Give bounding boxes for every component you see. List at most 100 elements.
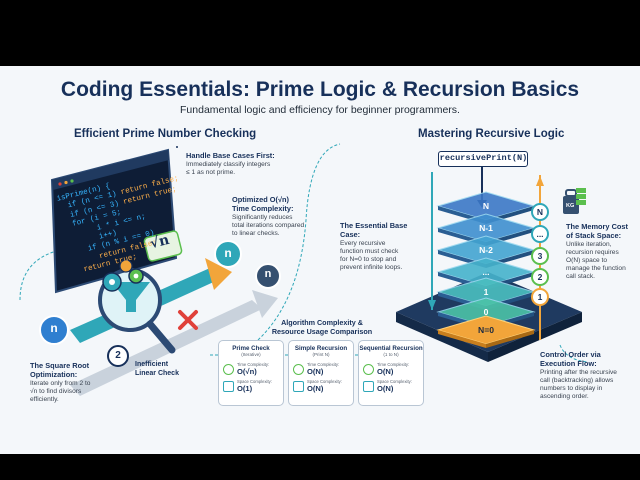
optimized-body-3: to linear checks.	[232, 230, 280, 237]
sqrt-opt-body-3: efficiently.	[30, 396, 59, 403]
n-node-start-label: n	[50, 321, 58, 335]
time-label: Time Complexity:	[377, 362, 410, 367]
function-label-box	[438, 151, 528, 167]
base-case-body-4: prevent infinite loops.	[340, 264, 403, 271]
stack-layer-label: 0	[483, 307, 489, 317]
optimized-body-2: total iterations compared	[232, 222, 305, 229]
n-node-start	[39, 315, 69, 345]
letterbox-top	[0, 0, 640, 66]
memory-body-1: Unlike iteration,	[566, 241, 612, 248]
sqrt-opt-body-1: Iterate only from 2 to	[30, 380, 91, 387]
complexity-card: Prime Check(Iterative)Time Complexity:O(…	[218, 340, 284, 406]
clock-icon	[293, 363, 304, 375]
control-body-1: Printing after the recursive	[540, 369, 617, 376]
memory-icon	[293, 380, 304, 392]
complexity-card: Simple Recursion(Print N) Time Complexity…	[288, 340, 354, 406]
memory-icon	[223, 380, 234, 392]
memory-body-3: O(N) space to	[566, 257, 608, 264]
space-label: Space Complexity:	[377, 379, 412, 384]
base-case-body-2: function must check	[340, 248, 399, 255]
time-row: Time Complexity:O(N)	[363, 362, 423, 376]
recursion-section-title: Mastering Recursive Logic	[418, 128, 565, 140]
stack-layer-label: N=0	[477, 325, 494, 335]
order-bubble: 3	[531, 247, 549, 265]
prime-section-title: Efficient Prime Number Checking	[74, 128, 257, 140]
control-title-2: Execution Flow:	[540, 359, 597, 368]
base-cases-title: Handle Base Cases First:	[186, 151, 275, 160]
sqrt-badge	[143, 230, 183, 262]
memory-title-2: of Stack Space:	[566, 231, 622, 240]
memory-body-5: call stack.	[566, 273, 595, 280]
card-subtitle: (Iterative)	[241, 352, 261, 357]
space-label: Space Complexity:	[237, 379, 272, 384]
stack-layer-side	[438, 330, 486, 348]
base-cases-body-1: Immediately classify integers	[186, 161, 271, 168]
space-value: O(1)	[237, 384, 253, 393]
callout-dot	[176, 146, 178, 148]
dashed-guide-center	[257, 143, 341, 341]
time-label: Time Complexity:	[307, 362, 340, 367]
server-icon	[576, 188, 586, 205]
sqrt-opt-title-2: Optimization:	[30, 370, 78, 379]
n-node-slow-label: n	[264, 268, 272, 280]
space-row: Space Complexity:O(1)	[223, 379, 283, 393]
time-row: Time Complexity:O(N)	[293, 362, 353, 376]
control-body-2: call (backtracking) allows	[540, 377, 614, 384]
memory-icon	[363, 380, 374, 392]
stack-layer-label: N	[482, 201, 490, 211]
page-subtitle: Fundamental logic and efficiency for beg…	[180, 104, 460, 116]
dashed-guide-left	[19, 249, 61, 301]
stack-layer-side	[486, 330, 534, 348]
card-title: Simple Recursion	[294, 345, 348, 352]
memory-body-2: recursion requires	[566, 249, 619, 256]
stack-layer-label: N-1	[479, 223, 493, 233]
gear-icon	[102, 259, 144, 292]
base-case-body-1: Every recursive	[340, 240, 386, 247]
card-subtitle: (1 to N)	[383, 352, 399, 357]
base-case-title-1: The Essential Base	[340, 221, 408, 230]
letterbox-bottom	[0, 454, 640, 480]
n-node-fast-label: n	[224, 246, 232, 260]
page-title: Coding Essentials: Prime Logic & Recursi…	[60, 78, 580, 101]
n-node-fast	[214, 240, 242, 268]
time-value: O(N)	[377, 367, 394, 376]
order-bubble: ...	[531, 225, 549, 243]
sqrt-opt-title-1: The Square Root	[30, 361, 90, 370]
card-title: Prime Check	[232, 345, 270, 352]
space-label: Space Complexity:	[307, 379, 342, 384]
marker-2-label: 2	[115, 350, 121, 361]
inefficient-label-1: Inefficient	[135, 361, 169, 368]
order-bubble: 2	[531, 268, 549, 286]
time-label: Time Complexity:	[237, 362, 270, 367]
base-case-title-2: Case:	[340, 230, 361, 239]
time-row: Time Complexity:O(√n)	[223, 362, 283, 376]
space-value: O(N)	[377, 384, 394, 393]
base-cases-body-2: ≤ 1 as not prime.	[186, 169, 236, 176]
code-monitor	[50, 148, 178, 294]
card-title: Sequential Recursion	[359, 345, 423, 352]
memory-body-4: manage the function	[566, 265, 626, 272]
sqrt-opt-body-2: √n to find divisors	[30, 388, 82, 395]
comparison-title-2: Resource Usage Comparison	[271, 327, 373, 336]
reject-x-icon	[178, 310, 198, 330]
clock-icon	[223, 363, 234, 375]
complexity-card: Sequential Recursion(1 to N) Time Complex…	[358, 340, 424, 406]
card-subtitle: (Print N)	[312, 352, 330, 357]
time-value: O(N)	[307, 367, 324, 376]
space-row: Space Complexity:O(N)	[293, 379, 353, 393]
n-node-slow	[255, 263, 281, 289]
optimized-title-2: Time Complexity:	[232, 204, 294, 213]
stack-layer-label: 1	[483, 287, 489, 297]
optimized-title-1: Optimized O(√n)	[232, 195, 290, 204]
control-body-4: ascending order.	[540, 393, 589, 400]
comparison-title-1: Algorithm Complexity &	[281, 318, 363, 327]
space-row: Space Complexity:O(N)	[363, 379, 423, 393]
control-body-3: numbers to display in	[540, 385, 603, 392]
time-value: O(√n)	[237, 367, 257, 376]
stack-layer-label: ...	[482, 267, 490, 277]
control-title-1: Control Order via	[540, 350, 601, 359]
inefficient-label-2: Linear Check	[135, 370, 179, 377]
memory-title-1: The Memory Cost	[566, 222, 629, 231]
marker-2	[107, 345, 129, 367]
